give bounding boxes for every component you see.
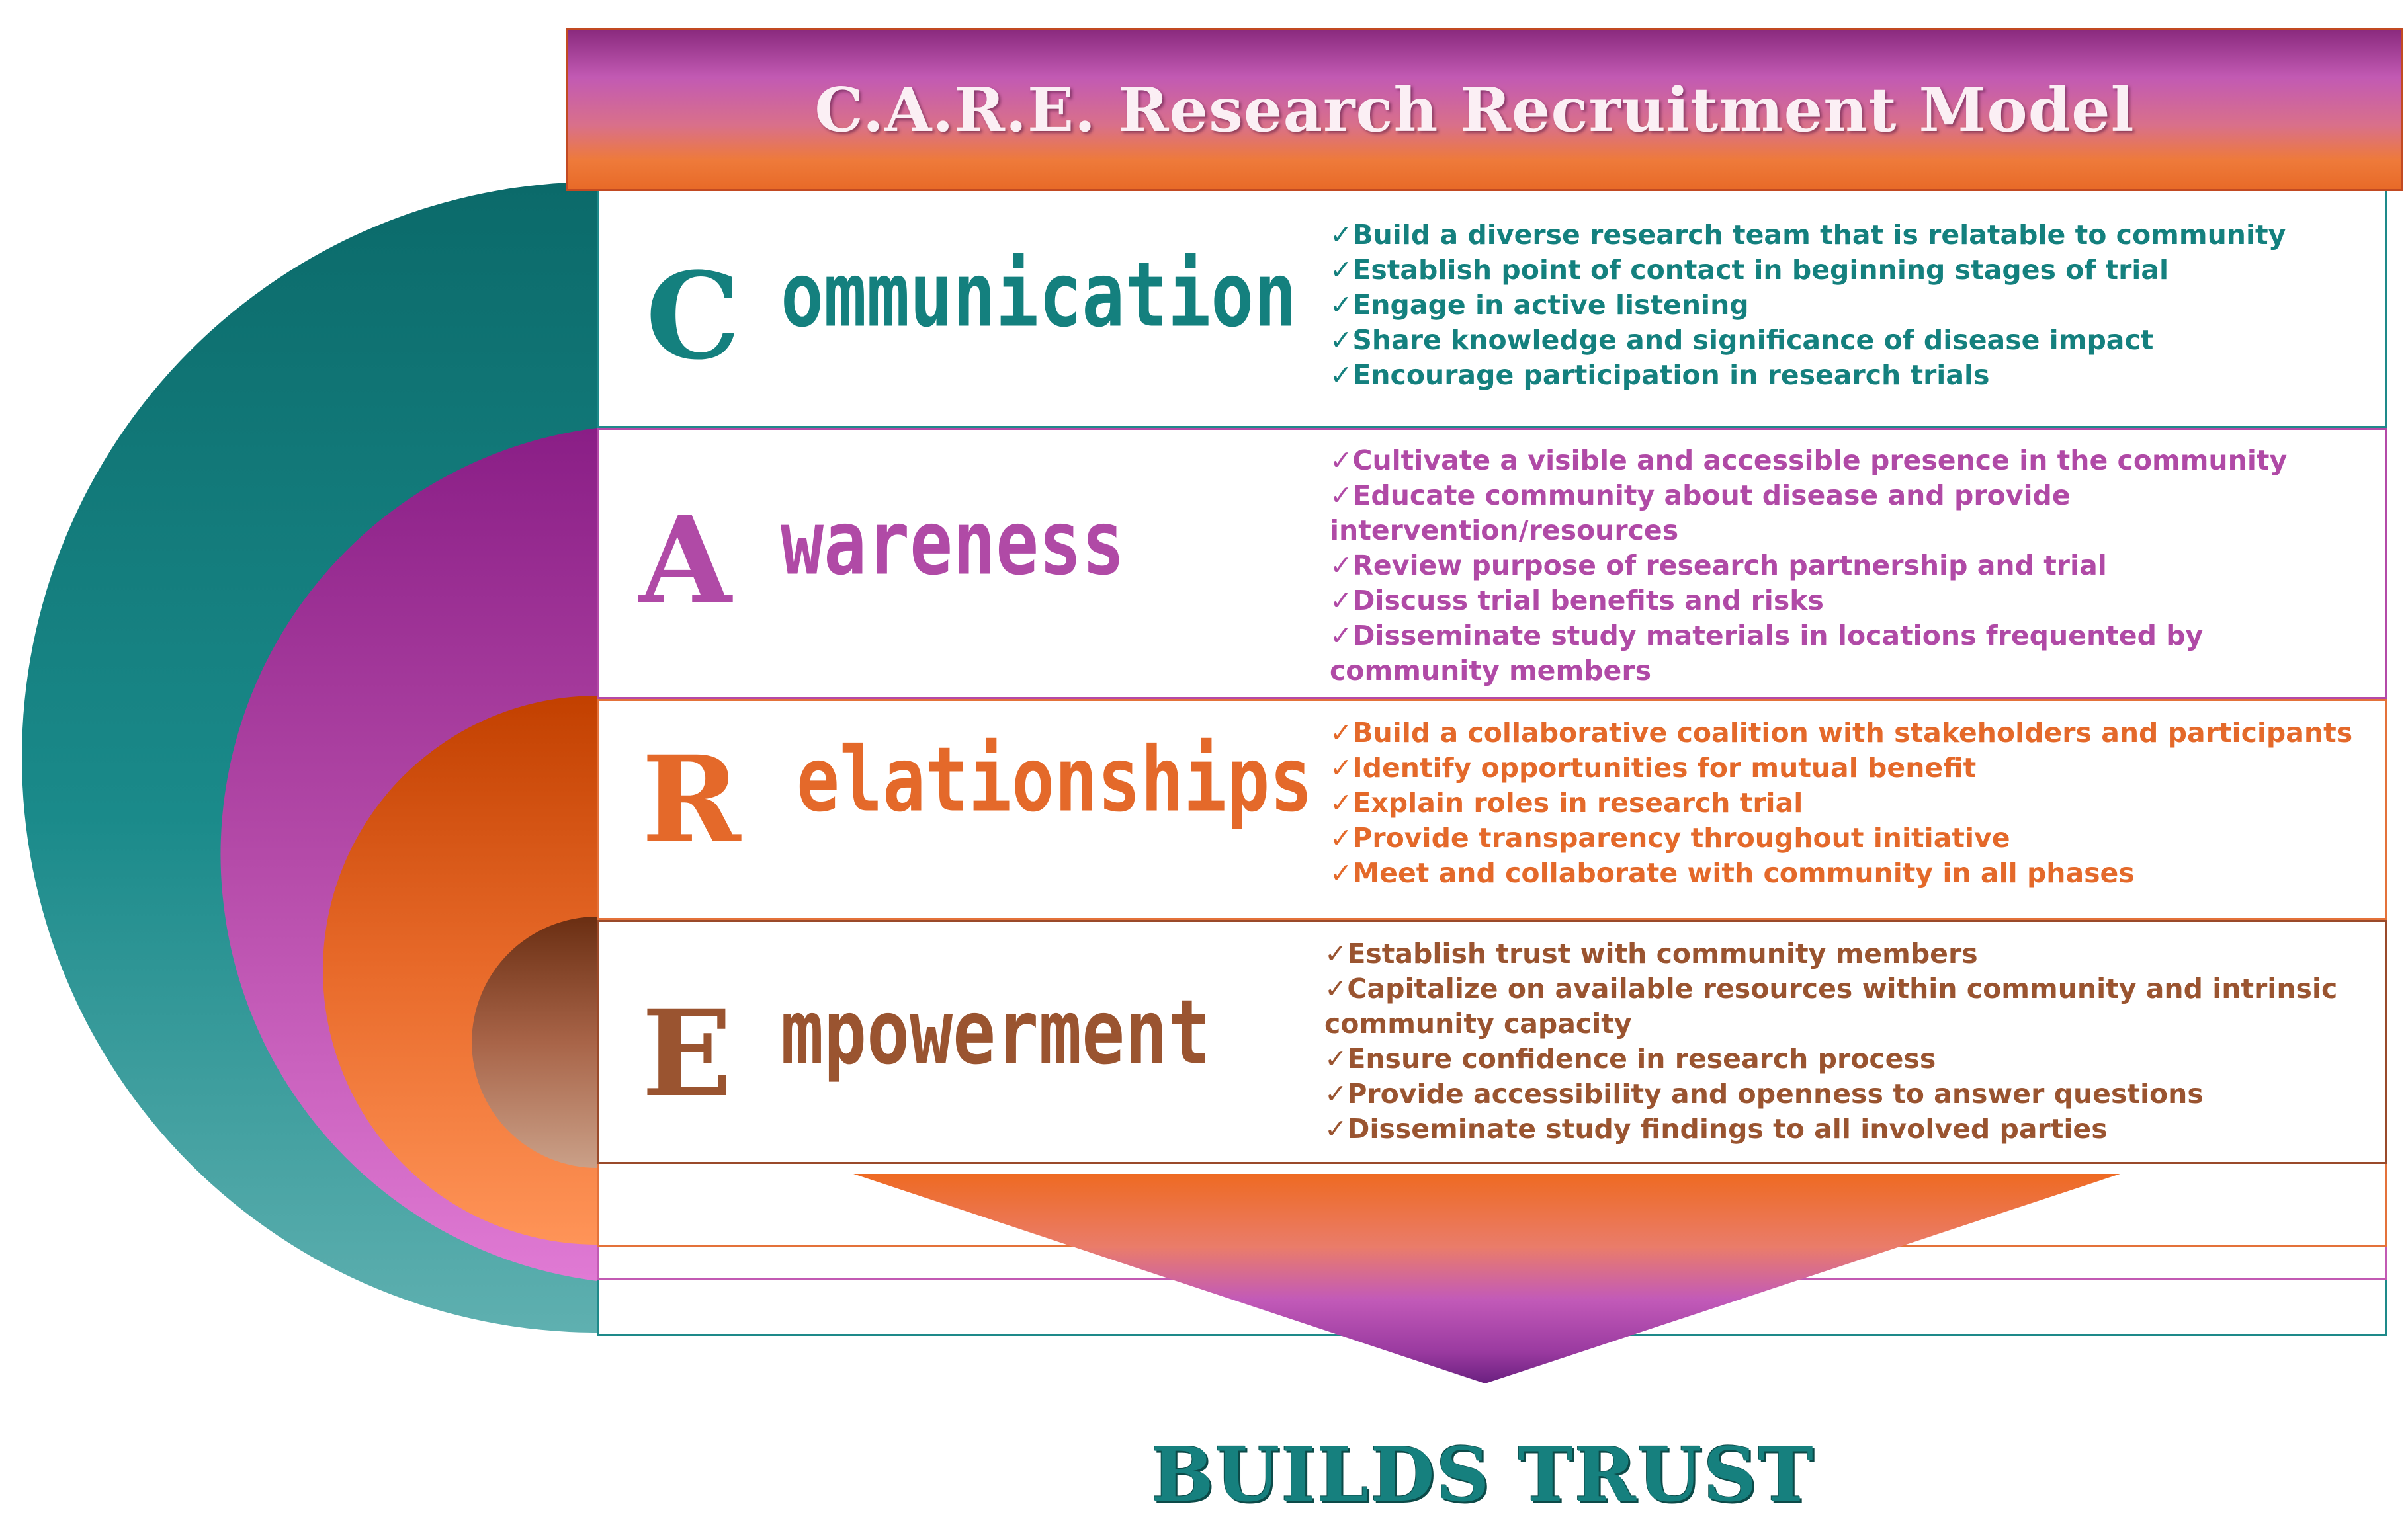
- band-awareness: [597, 1247, 2387, 1280]
- arc-empowerment: [472, 917, 597, 1168]
- letter-r: R: [642, 730, 741, 870]
- band-communication: [597, 1280, 2387, 1336]
- bullets-empowerment: ✓Establish trust with community members …: [1324, 936, 2356, 1147]
- list-item: ✓Explain roles in research trial: [1330, 787, 1803, 819]
- list-item: ✓Provide accessibility and openness to a…: [1324, 1078, 2204, 1110]
- row-empowerment: E mpowerment ✓Establish trust with commu…: [597, 920, 2387, 1164]
- list-item: ✓Ensure confidence in research process: [1324, 1043, 1936, 1075]
- list-item: ✓Provide transparency throughout initiat…: [1330, 822, 2010, 854]
- list-item: ✓Engage in active listening: [1330, 289, 1749, 321]
- letter-a: A: [639, 491, 732, 630]
- diagram-title: C.A.R.E. Research Recruitment Model: [814, 73, 2135, 145]
- bullets-relationships: ✓Build a collaborative coalition with st…: [1330, 716, 2352, 891]
- word-empowerment: mpowerment: [781, 981, 1211, 1085]
- list-item: ✓Capitalize on available resources withi…: [1324, 973, 2338, 1040]
- bullets-communication: ✓Build a diverse research team that is r…: [1330, 218, 2286, 393]
- row-communication: C ommunication ✓Build a diverse research…: [597, 191, 2387, 428]
- list-item: ✓Discuss trial benefits and risks: [1330, 585, 1824, 616]
- list-item: ✓Cultivate a visible and accessible pres…: [1330, 444, 2288, 476]
- row-relationships: R elationships ✓Build a collaborative co…: [597, 699, 2387, 920]
- list-item: ✓Establish point of contact in beginning…: [1330, 254, 2169, 286]
- list-item: ✓Disseminate study findings to all invol…: [1324, 1113, 2108, 1145]
- title-banner: C.A.R.E. Research Recruitment Model: [566, 28, 2403, 191]
- letter-c: C: [646, 247, 741, 386]
- list-item: ✓Review purpose of research partnership …: [1330, 550, 2107, 581]
- list-item: ✓Identify opportunities for mutual benef…: [1330, 752, 1977, 784]
- letter-e: E: [642, 984, 733, 1124]
- word-relationships: elationships: [796, 728, 1313, 832]
- row-awareness: A wareness ✓Cultivate a visible and acce…: [597, 428, 2387, 699]
- list-item: ✓Share knowledge and significance of dis…: [1330, 324, 2154, 356]
- list-item: ✓Build a diverse research team that is r…: [1330, 219, 2286, 251]
- list-item: ✓Build a collaborative coalition with st…: [1330, 717, 2353, 749]
- word-awareness: wareness: [781, 491, 1125, 595]
- word-communication: ommunication: [781, 243, 1297, 347]
- list-item: ✓Encourage participation in research tri…: [1330, 359, 1990, 391]
- band-relationships: [597, 1164, 2387, 1247]
- list-item: ✓Disseminate study materials in location…: [1330, 620, 2204, 686]
- bullets-awareness: ✓Cultivate a visible and accessible pres…: [1330, 443, 2362, 688]
- list-item: ✓Educate community about disease and pro…: [1330, 479, 2071, 546]
- list-item: ✓Establish trust with community members: [1324, 938, 1978, 970]
- footer-builds-trust: BUILDS TRUST: [1151, 1432, 1815, 1518]
- list-item: ✓Meet and collaborate with community in …: [1330, 857, 2135, 889]
